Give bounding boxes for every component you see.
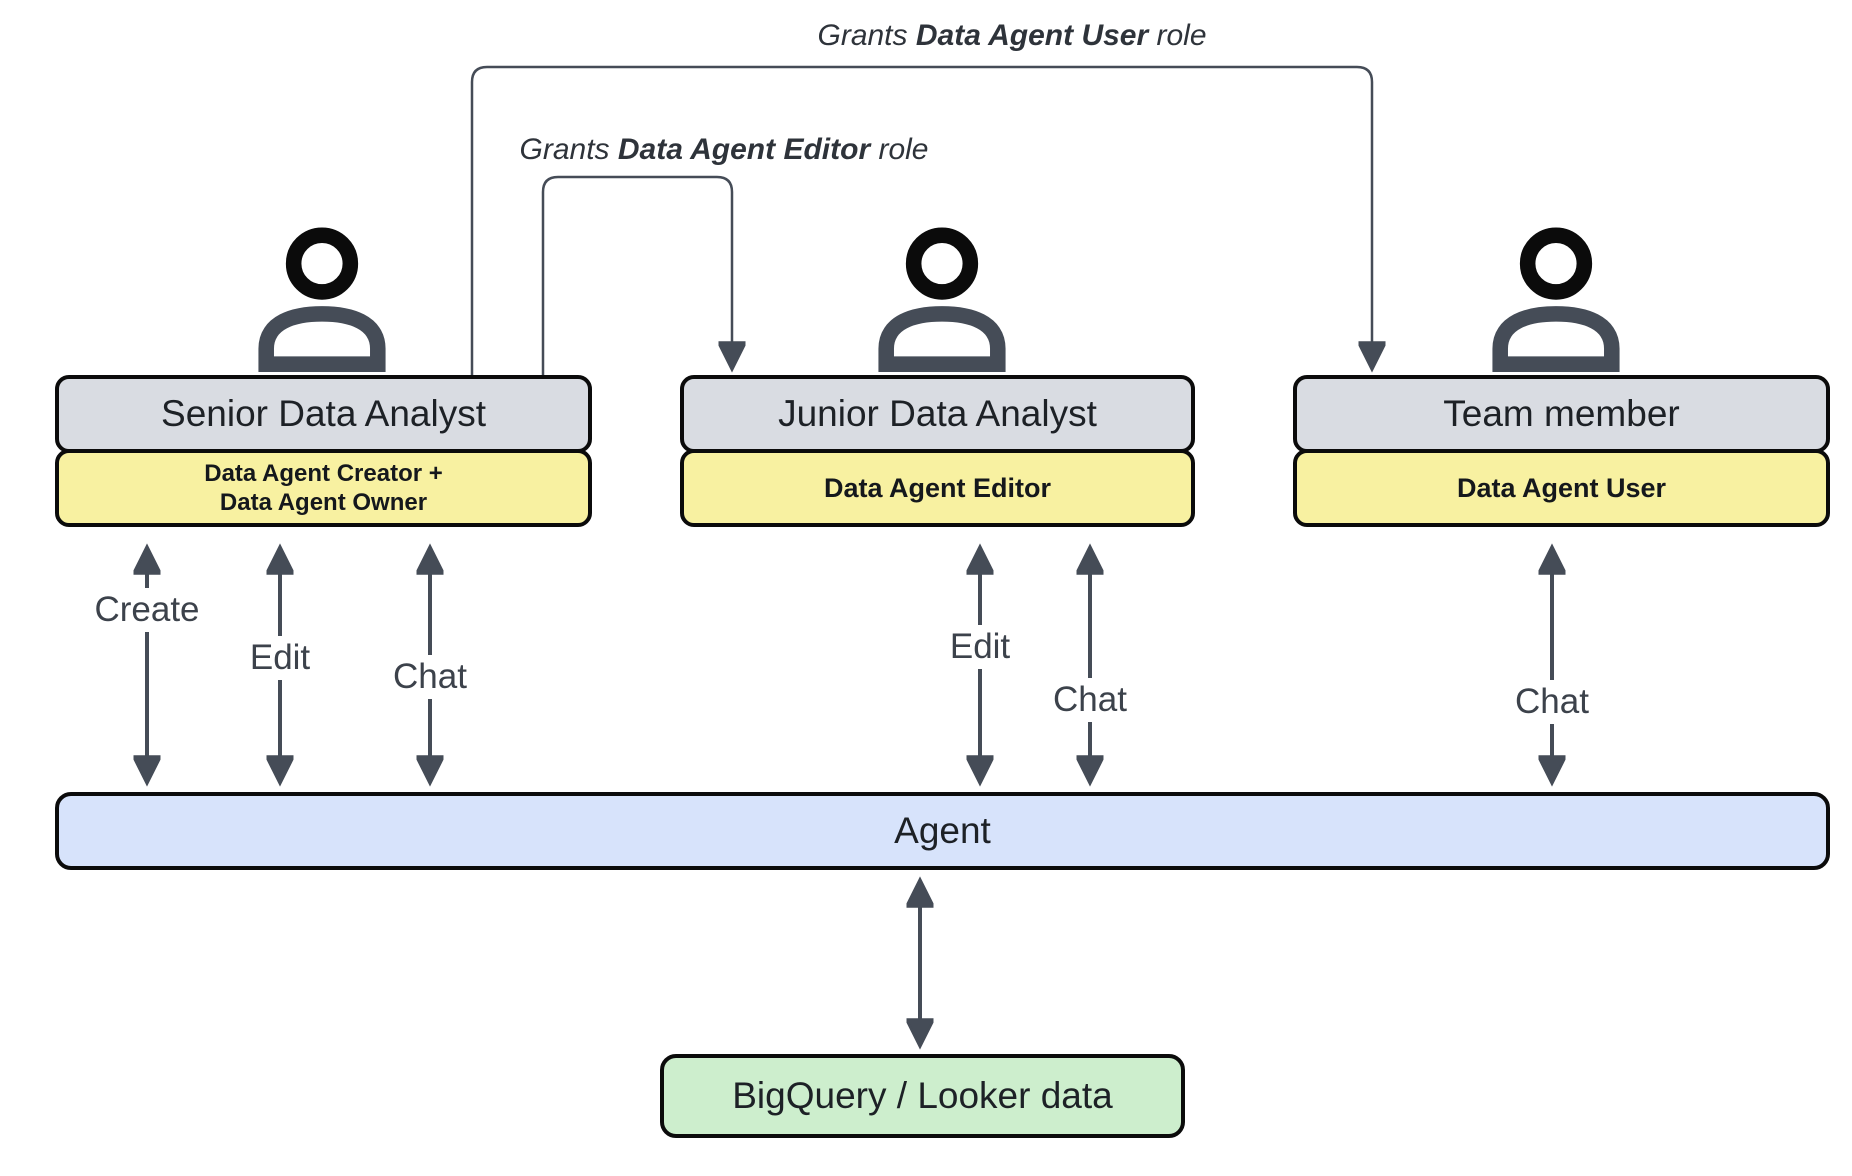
grant-label-user-role: Data Agent User xyxy=(915,19,1149,52)
grant-arrow-user xyxy=(470,65,1372,375)
actor-title-senior-label: Senior Data Analyst xyxy=(161,393,486,434)
actor-role-junior-line1: Data Agent Editor xyxy=(823,472,1051,503)
grant-label-user: Grants Data Agent User role xyxy=(817,19,1206,53)
action-label-create: Create xyxy=(86,588,208,632)
actor-title-team: Team member xyxy=(1293,375,1830,453)
action-label-chat-team: Chat xyxy=(1507,680,1597,724)
actor-title-junior-label: Junior Data Analyst xyxy=(778,393,1097,434)
actor-role-senior: Data Agent Creator + Data Agent Owner xyxy=(55,449,592,527)
person-icon xyxy=(878,227,1006,372)
datastore-box: BigQuery / Looker data xyxy=(660,1054,1185,1138)
grant-arrow-editor xyxy=(541,175,732,375)
grant-label-editor-suffix: role xyxy=(870,133,929,166)
agent-bar: Agent xyxy=(55,792,1830,870)
actor-role-senior-line2: Data Agent Owner xyxy=(219,489,428,516)
actor-role-senior-line1: Data Agent Creator + xyxy=(204,459,443,487)
grant-label-editor-role: Data Agent Editor xyxy=(617,133,871,166)
actor-role-junior: Data Agent Editor xyxy=(680,449,1195,527)
actor-title-junior: Junior Data Analyst xyxy=(680,375,1195,453)
datastore-label: BigQuery / Looker data xyxy=(732,1075,1113,1116)
person-icon xyxy=(1492,227,1620,372)
person-icon xyxy=(258,227,386,372)
actor-role-team-line1: Data Agent User xyxy=(1456,472,1667,503)
grant-label-user-suffix: role xyxy=(1148,19,1207,52)
grant-label-editor: Grants Data Agent Editor role xyxy=(520,133,929,167)
actor-title-senior: Senior Data Analyst xyxy=(55,375,592,453)
agent-label: Agent xyxy=(894,810,991,851)
action-label-chat-junior: Chat xyxy=(1045,678,1135,722)
grant-label-user-prefix: Grants xyxy=(817,19,916,52)
actor-title-team-label: Team member xyxy=(1443,393,1680,434)
action-label-edit-senior: Edit xyxy=(241,636,319,680)
action-label-chat-senior: Chat xyxy=(385,655,475,699)
actor-role-team: Data Agent User xyxy=(1293,449,1830,527)
grant-label-editor-prefix: Grants xyxy=(519,133,618,166)
action-label-edit-junior: Edit xyxy=(941,625,1019,669)
